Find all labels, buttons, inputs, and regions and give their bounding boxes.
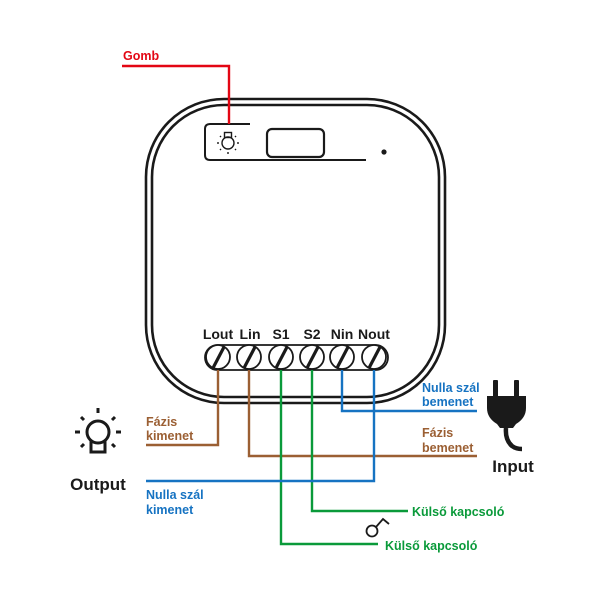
phase-in-label-1: Fázis xyxy=(422,426,453,440)
led-dot-icon xyxy=(381,149,387,155)
terminal-label-nout: Nout xyxy=(358,326,390,342)
wire-s1 xyxy=(279,370,378,546)
terminal-screw-lout xyxy=(205,344,231,370)
terminal-block xyxy=(204,344,389,371)
phase-out-label-2: kimenet xyxy=(146,429,194,443)
plug-icon xyxy=(487,380,526,452)
neutral-in-label-1: Nulla szál xyxy=(422,381,480,395)
neutral-out-label-1: Nulla szál xyxy=(146,488,204,502)
output-label: Output xyxy=(70,475,126,494)
wire-neutral-out xyxy=(146,370,376,483)
terminal-screw-nin xyxy=(329,344,355,370)
terminal-screw-s1 xyxy=(268,344,294,370)
input-label: Input xyxy=(492,457,534,476)
terminal-strip xyxy=(204,344,389,371)
display-window xyxy=(265,127,326,159)
wire-s2 xyxy=(310,370,408,513)
button-panel-outline xyxy=(204,123,366,161)
terminal-label-lout: Lout xyxy=(203,326,234,342)
output-bulb-icon xyxy=(75,408,121,454)
wire-phase-in xyxy=(247,370,477,458)
button-label: Gomb xyxy=(123,49,159,63)
terminal-label-lin: Lin xyxy=(240,326,261,342)
switch-s1-label: Külső kapcsoló xyxy=(385,539,478,553)
bulb-icon[interactable] xyxy=(217,131,239,155)
device-body xyxy=(144,97,447,405)
terminal-label-s2: S2 xyxy=(303,326,320,342)
button-panel xyxy=(204,123,366,161)
wire-neutral-in xyxy=(340,370,477,413)
phase-in-label-2: bemenet xyxy=(422,441,474,455)
wire-phase-out xyxy=(146,370,220,447)
terminal-label-s1: S1 xyxy=(272,326,289,342)
terminal-screw-s2 xyxy=(299,344,325,370)
neutral-in-label-2: bemenet xyxy=(422,395,474,409)
device-outline-outer xyxy=(144,97,447,405)
switch-icon xyxy=(365,517,390,538)
phase-out-label-1: Fázis xyxy=(146,415,177,429)
neutral-out-label-2: kimenet xyxy=(146,503,194,517)
terminal-screw-lin xyxy=(236,344,262,370)
terminal-screw-nout xyxy=(361,344,387,370)
button-wire xyxy=(122,64,231,124)
switch-s2-label: Külső kapcsoló xyxy=(412,505,505,519)
device-outline-inner xyxy=(150,103,441,399)
terminal-label-nin: Nin xyxy=(331,326,354,342)
terminal-labels: Lout Lin S1 S2 Nin Nout xyxy=(203,326,390,342)
